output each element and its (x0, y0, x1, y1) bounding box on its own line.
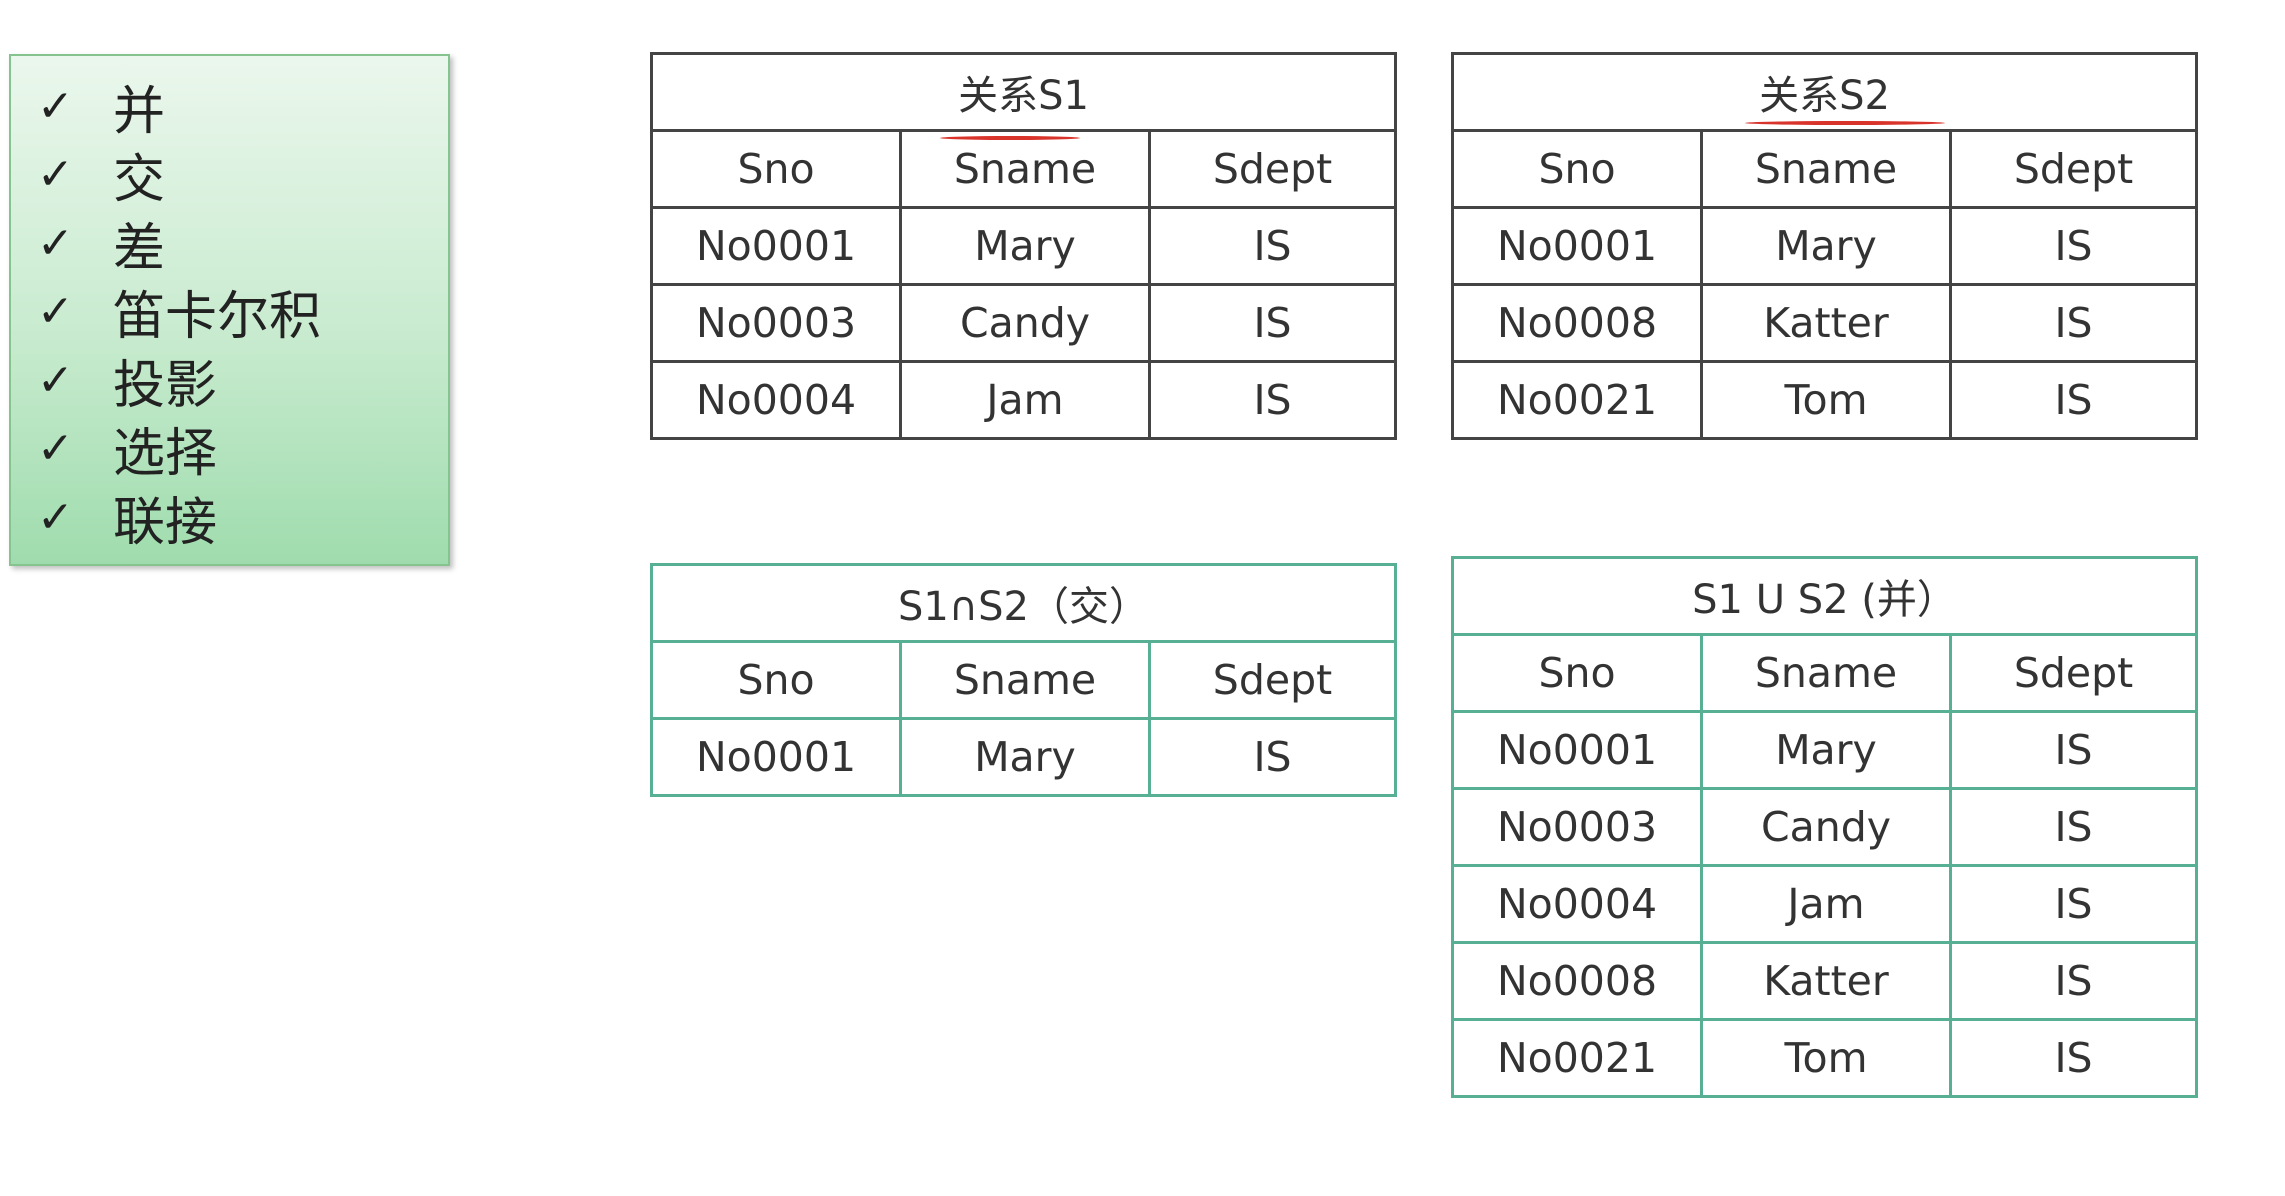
column-header: Sno (1451, 129, 1703, 209)
table-cell: IS (1948, 864, 2199, 944)
column-header: Sdept (1948, 129, 2199, 209)
table-cell: No0001 (1451, 206, 1703, 286)
table-cell: Candy (1700, 787, 1952, 867)
table-cell: No0021 (1451, 360, 1703, 440)
table-cell: Mary (899, 206, 1151, 286)
column-header: Sno (650, 129, 902, 209)
table-cell: IS (1948, 360, 2199, 440)
table-cell: Katter (1700, 283, 1952, 363)
red-underline-s1 (940, 136, 1080, 140)
column-header: Sname (1700, 633, 1952, 713)
column-header: Sno (650, 640, 902, 720)
table-cell: IS (1148, 717, 1397, 797)
operations-list-box: ✓并✓交✓差✓笛卡尔积✓投影✓选择✓联接 (9, 54, 450, 566)
checkmark-icon: ✓ (37, 423, 74, 475)
checkmark-icon: ✓ (37, 286, 74, 338)
table-cell: IS (1948, 941, 2199, 1021)
checkmark-icon: ✓ (37, 80, 74, 132)
operation-label: 笛卡尔积 (113, 287, 322, 348)
table-cell: IS (1147, 283, 1398, 363)
checkmark-icon: ✓ (37, 491, 74, 543)
table-cell: No0001 (1451, 710, 1703, 790)
checkmark-icon: ✓ (37, 217, 74, 269)
operation-label: 交 (113, 150, 166, 211)
table-cell: No0004 (1451, 864, 1703, 944)
table-cell: IS (1948, 787, 2199, 867)
checkmark-icon: ✓ (37, 149, 74, 201)
table-cell: No0003 (650, 283, 902, 363)
operation-label: 差 (113, 218, 166, 279)
table-cell: Mary (899, 717, 1151, 797)
operation-label: 投影 (113, 355, 218, 416)
table-title: 关系S1 (649, 52, 1398, 132)
table-cell: IS (1147, 206, 1398, 286)
column-header: Sdept (1147, 129, 1398, 209)
table-cell: No0001 (650, 206, 902, 286)
table-cell: IS (1948, 283, 2199, 363)
red-underline-s2 (1745, 121, 1945, 125)
table-cell: No0008 (1451, 941, 1703, 1021)
operation-label: 选择 (113, 424, 218, 485)
table-title: S1 U S2 (并） (1450, 556, 2199, 636)
table-cell: No0004 (650, 360, 902, 440)
operation-item: ✓ 投影 (11, 346, 448, 416)
operation-item: ✓ 笛卡尔积 (11, 278, 448, 347)
table-cell: Katter (1700, 941, 1952, 1021)
operation-item: ✓差 (11, 209, 448, 279)
column-header: Sno (1451, 633, 1703, 713)
table-cell: Tom (1700, 360, 1952, 440)
table-cell: No0021 (1451, 1018, 1703, 1098)
table-cell: Jam (899, 360, 1151, 440)
table-cell: IS (1147, 360, 1398, 440)
table-cell: Jam (1700, 864, 1952, 944)
table-title: 关系S2 (1450, 52, 2199, 132)
checkmark-icon: ✓ (37, 354, 74, 406)
table-title: S1∩S2（交） (650, 563, 1397, 643)
column-header: Sname (899, 129, 1151, 209)
column-header: Sdept (1948, 633, 2199, 713)
table-cell: No0001 (650, 717, 902, 797)
operation-label: 联接 (113, 492, 218, 553)
table-cell: Tom (1700, 1018, 1952, 1098)
table-cell: No0008 (1451, 283, 1703, 363)
column-header: Sname (1700, 129, 1952, 209)
operation-item: ✓ 选择 (11, 415, 448, 484)
column-header: Sdept (1148, 640, 1397, 720)
table-cell: Candy (899, 283, 1151, 363)
table-cell: IS (1948, 206, 2199, 286)
operation-label: 并 (113, 81, 166, 142)
table-cell: No0003 (1451, 787, 1703, 867)
table-cell: IS (1948, 1018, 2199, 1098)
table-cell: Mary (1700, 206, 1952, 286)
table-cell: IS (1948, 710, 2199, 790)
operation-item: ✓并 (11, 72, 448, 142)
column-header: Sname (899, 640, 1151, 720)
table-cell: Mary (1700, 710, 1952, 790)
operation-item: ✓ 联接 (11, 483, 448, 553)
operation-item: ✓交 (11, 141, 448, 210)
